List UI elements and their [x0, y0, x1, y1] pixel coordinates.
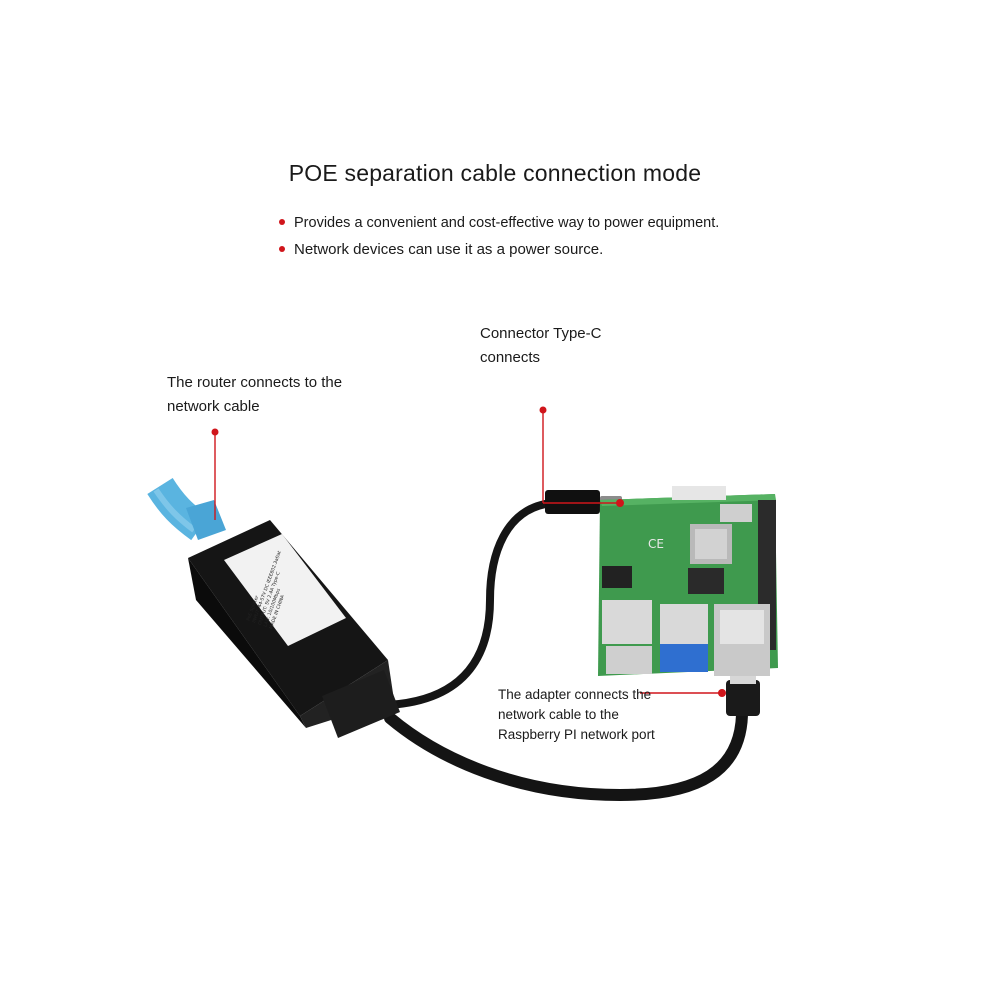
red-dot-icon — [539, 406, 547, 414]
bullet-item-1: Provides a convenient and cost-effective… — [279, 215, 719, 231]
red-dot-icon — [279, 246, 285, 253]
type-c-callout-line-2: connects — [480, 349, 541, 366]
poe-splitter — [188, 520, 400, 738]
bullet-text-1: Provides a convenient and cost-effective… — [294, 215, 720, 231]
adapter-callout-line-2: network cable to the — [498, 707, 619, 722]
router-network-cable — [147, 477, 226, 541]
adapter-callout-line-3: Raspberry PI network port — [498, 727, 655, 742]
red-dot-icon — [279, 219, 285, 226]
bullet-text-2: Network devices can use it as a power so… — [294, 241, 604, 258]
adapter-callout: The adapter connects the network cable t… — [498, 685, 655, 745]
router-callout-line-1: The router connects to the — [167, 374, 343, 391]
ce-mark-icon: CE — [648, 537, 664, 551]
router-callout: The router connects to the network cable — [167, 371, 342, 419]
page-title: POE separation cable connection mode — [288, 160, 702, 186]
bullet-item-2: Network devices can use it as a power so… — [279, 241, 603, 258]
raspberry-pi-board: CE — [598, 486, 778, 676]
type-c-cable — [384, 490, 622, 709]
callout-markers — [211, 406, 726, 697]
adapter-callout-line-1: The adapter connects the — [498, 687, 652, 702]
red-dot-icon — [211, 428, 219, 436]
type-c-callout: Connector Type-C connects — [480, 322, 601, 370]
usb3-port — [660, 644, 708, 672]
red-dot-icon — [718, 689, 726, 697]
splitter-label-sticker — [224, 534, 346, 646]
red-dot-icon — [616, 499, 624, 507]
usb-port-2 — [606, 646, 652, 674]
usb-port-3 — [660, 604, 708, 644]
router-callout-line-2: network cable — [167, 398, 260, 415]
usb-port-1 — [602, 600, 652, 644]
ethernet-cable — [384, 662, 760, 802]
type-c-callout-line-1: Connector Type-C — [480, 325, 602, 342]
